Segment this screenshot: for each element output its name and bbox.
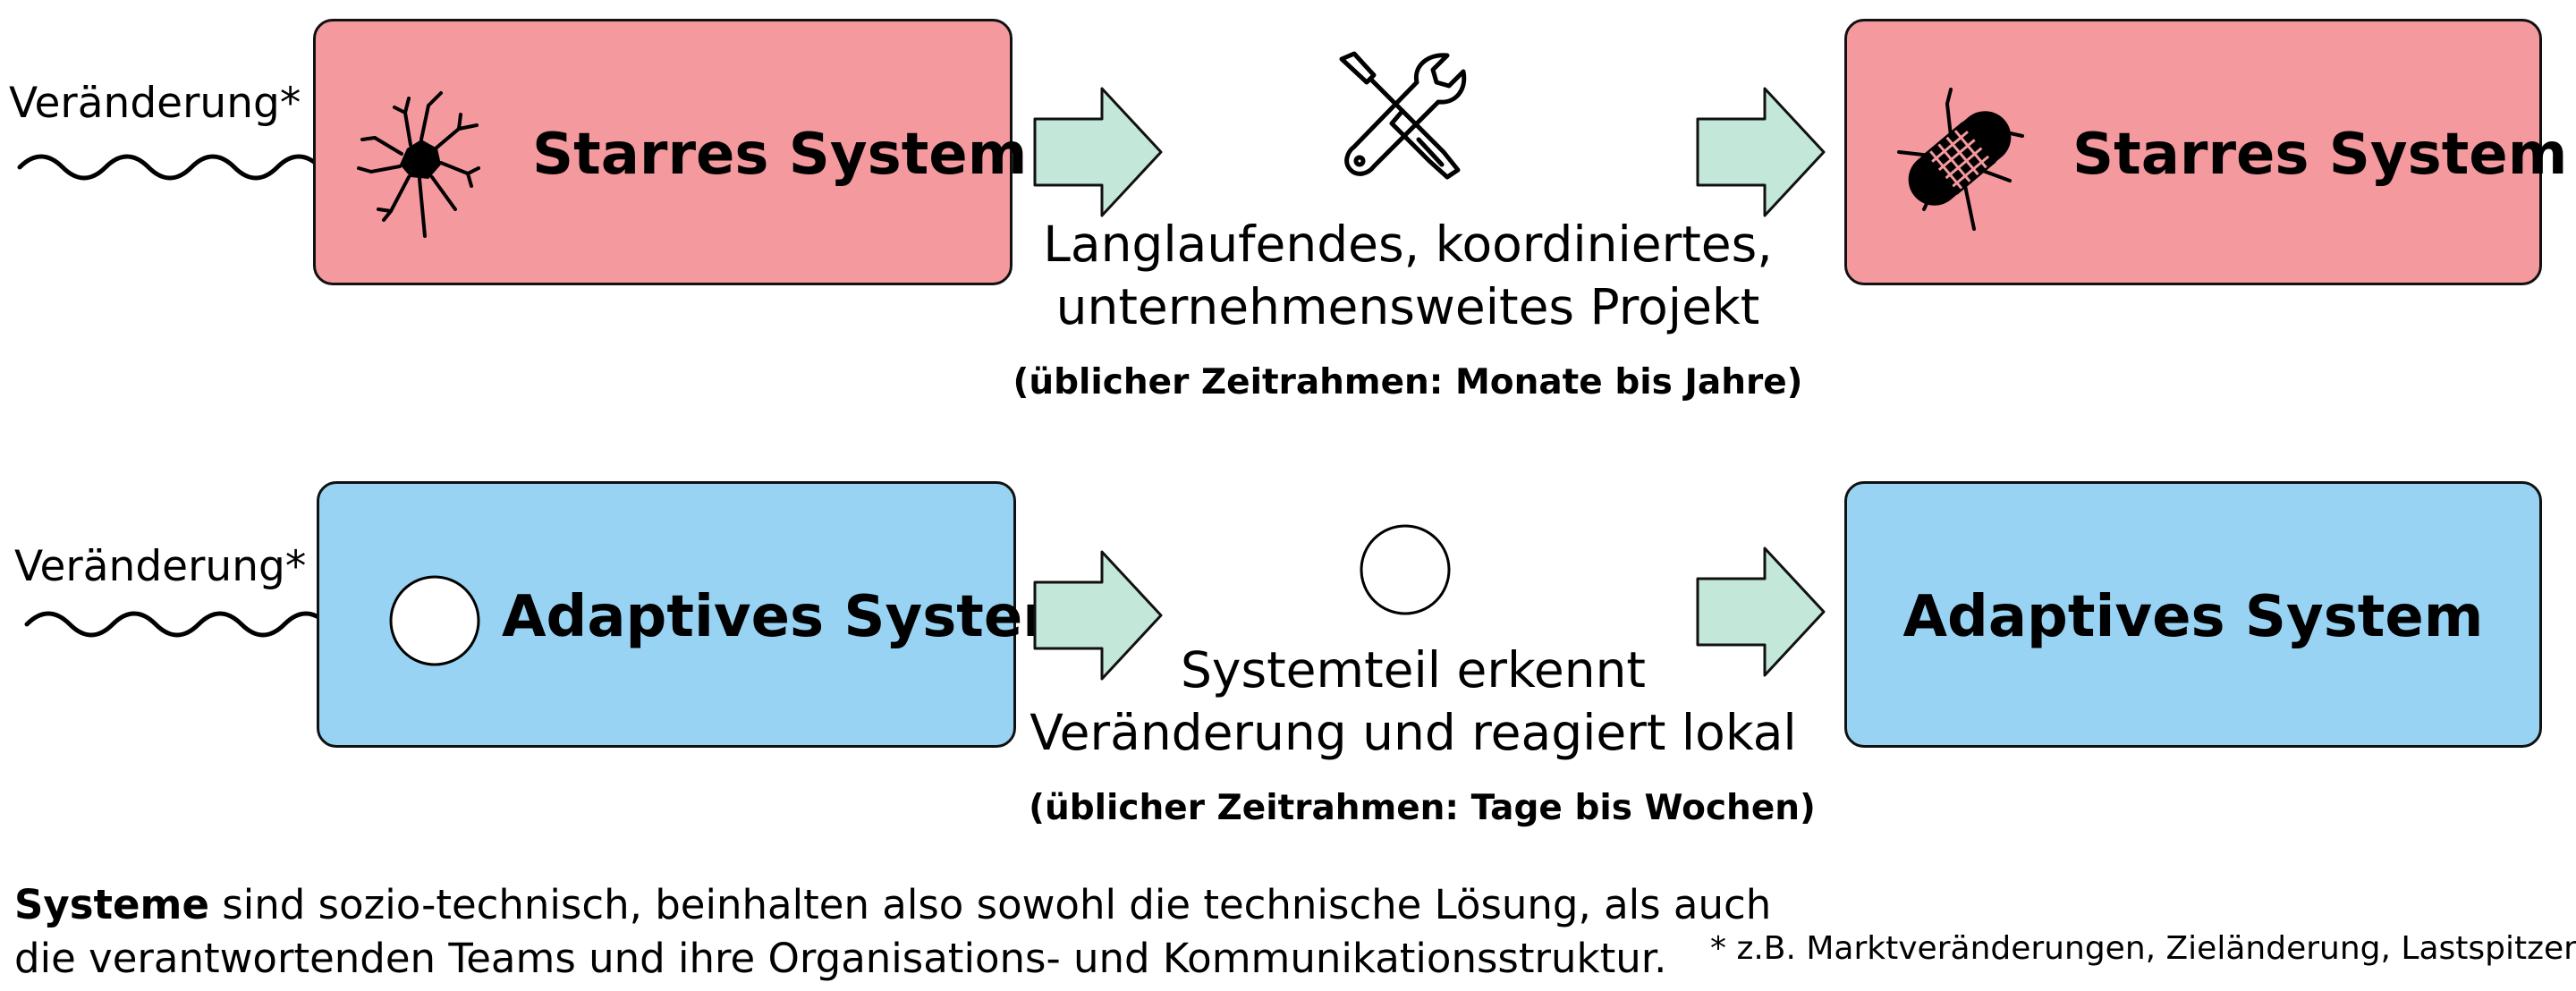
timeframe-label: (üblicher Zeitrahmen: Monate bis Jahre) (1013, 362, 1803, 402)
arrow-right (1033, 87, 1163, 217)
patched-crack-icon (1897, 88, 2024, 231)
circle-icon (389, 575, 480, 666)
rigid-process-description: Langlaufendes, koordiniertes, unternehme… (1013, 213, 1802, 400)
adaptive-system-after-box: Adaptives System (1844, 481, 2542, 748)
footer-bold-term: Systeme (14, 881, 209, 928)
footer-explanation: Systeme sind sozio-technisch, beinhalten… (14, 878, 1771, 986)
box-title: Starres System (2072, 122, 2568, 188)
timeframe-label: (üblicher Zeitrahmen: Tage bis Wochen) (1029, 788, 1816, 828)
box-title: Adaptives System (1902, 584, 2484, 650)
description-line: Veränderung und reagiert lokal (1030, 704, 1797, 761)
description-line: unternehmensweites Projekt (1055, 278, 1760, 335)
change-label-top: Veränderung* (9, 79, 301, 128)
box-title: Adaptives System (502, 584, 1082, 650)
arrow-right (1033, 550, 1163, 681)
footer-line1-text: sind sozio-technisch, beinhalten also so… (208, 881, 1772, 928)
tools-icon (1339, 51, 1467, 180)
crack-icon (357, 91, 480, 238)
adaptive-system-before-box: Adaptives System (317, 481, 1082, 748)
footnote: * z.B. Marktveränderungen, Zieländerung,… (1710, 930, 2576, 967)
adaptive-process-description: Systemteil erkennt Veränderung und reagi… (1011, 639, 1816, 826)
rigid-system-before-box: Starres System (313, 19, 1027, 285)
change-label-bottom: Veränderung* (14, 542, 307, 591)
description-line: Langlaufendes, koordiniertes, (1043, 216, 1773, 273)
footer-line: die verantwortenden Teams und ihre Organ… (14, 935, 1667, 982)
description-line: Systemteil erkennt (1180, 641, 1647, 699)
arrow-right (1696, 546, 1826, 677)
rigid-system-after-box: Starres System (1844, 19, 2567, 285)
circle-icon (1360, 524, 1451, 615)
box-title: Starres System (532, 122, 1028, 188)
arrow-right (1696, 87, 1826, 217)
footer-line: Systeme sind sozio-technisch, beinhalten… (14, 878, 1771, 932)
